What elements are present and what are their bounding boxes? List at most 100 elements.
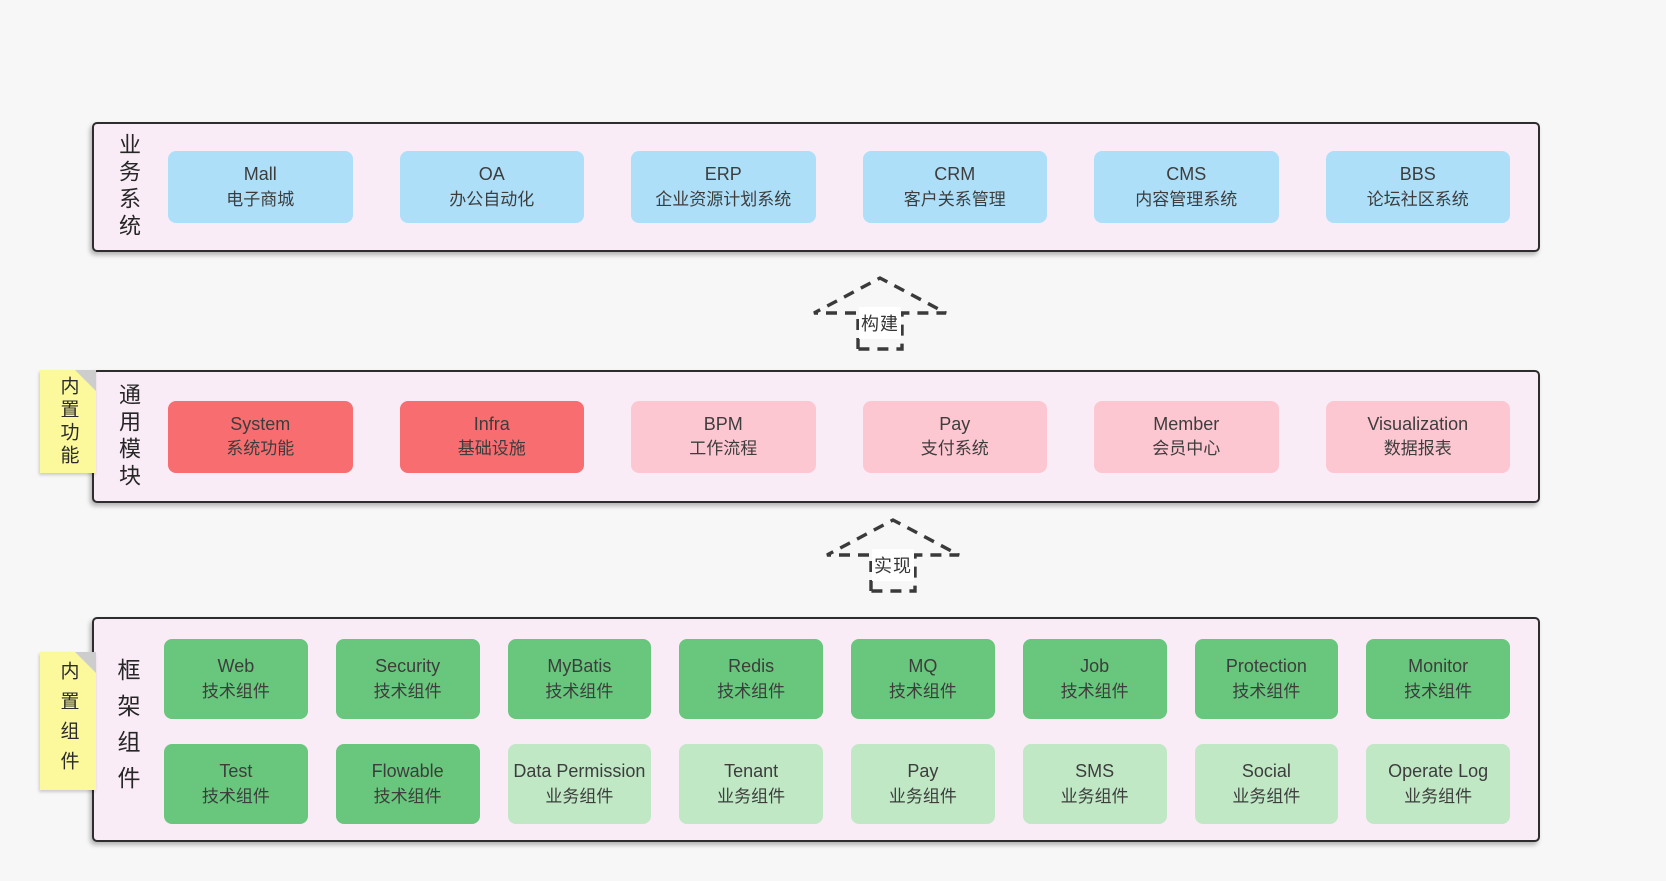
box-subtitle: 技术组件 [1060,681,1129,701]
box-title: Job [1080,656,1110,677]
box-subtitle: 技术组件 [373,681,442,701]
box-title: Tenant [724,761,779,782]
box-title: MyBatis [547,656,612,677]
box-title: Pay [939,413,971,434]
box-bpm: BPM 工作流程 [631,400,816,473]
box-data-permission: Data Permission 业务组件 [507,744,652,824]
box-subtitle: 电子商城 [226,189,295,209]
layer-modules-label: 通用模块 [116,382,141,491]
layer-business-systems: 业务系统 Mall 电子商城 OA 办公自动化 ERP 企业资源计划系统 CRM… [92,122,1540,252]
box-test: Test 技术组件 [164,744,308,824]
box-subtitle: 技术组件 [373,786,442,806]
box-subtitle: 业务组件 [545,786,614,806]
layer-framework-components: 框架组件 Web 技术组件 Security 技术组件 MyBatis 技术组件… [92,617,1540,842]
box-system: System 系统功能 [168,400,353,473]
box-subtitle: 基础设施 [457,439,526,459]
dashed-up-arrow-icon [826,518,960,593]
box-title: Redis [728,656,775,677]
box-title: Operate Log [1388,761,1489,782]
box-subtitle: 论坛社区系统 [1366,189,1469,209]
box-job: Job 技术组件 [1022,639,1167,719]
box-mq: MQ 技术组件 [851,639,995,719]
box-subtitle: 业务组件 [1232,786,1301,806]
box-title: Flowable [371,761,444,782]
box-redis: Redis 技术组件 [679,639,823,719]
box-security: Security 技术组件 [335,639,480,719]
box-title: MQ [908,656,938,677]
box-subtitle: 数据报表 [1383,439,1452,459]
box-title: Member [1153,413,1220,434]
layer-framework-label: 框架组件 [114,657,140,802]
box-member: Member 会员中心 [1094,400,1279,473]
arrow-build-label: 构建 [859,307,901,339]
box-protection: Protection 技术组件 [1194,639,1339,719]
box-title: Security [375,656,441,677]
dashed-up-arrow-icon [813,276,947,351]
box-title: CRM [934,164,976,185]
box-pay-module: Pay 支付系统 [862,400,1047,473]
box-subtitle: 内容管理系统 [1135,189,1238,209]
box-subtitle: 客户关系管理 [903,189,1006,209]
box-mybatis: MyBatis 技术组件 [507,639,652,719]
box-title: Protection [1225,656,1307,677]
business-boxes-row: Mall 电子商城 OA 办公自动化 ERP 企业资源计划系统 CRM 客户关系… [168,124,1510,250]
box-operate-log: Operate Log 业务组件 [1366,744,1510,824]
box-social: Social 业务组件 [1194,744,1339,824]
box-title: SMS [1075,761,1115,782]
box-subtitle: 业务组件 [717,786,786,806]
box-crm: CRM 客户关系管理 [862,151,1047,223]
arrow-implement: 实现 [821,516,965,593]
box-title: BBS [1399,164,1436,185]
box-title: Visualization [1367,413,1469,434]
box-pay-component: Pay 业务组件 [851,744,995,824]
box-title: BPM [703,413,743,434]
box-subtitle: 工作流程 [689,439,758,459]
box-subtitle: 业务组件 [1404,786,1473,806]
box-infra: Infra 基础设施 [399,400,584,473]
box-title: OA [478,164,505,185]
box-title: Mall [243,164,277,185]
arrow-build: 构建 [808,274,952,351]
box-visualization: Visualization 数据报表 [1325,400,1510,473]
modules-boxes-row: System 系统功能 Infra 基础设施 BPM 工作流程 Pay 支付系统… [168,372,1510,501]
box-subtitle: 会员中心 [1152,439,1221,459]
box-title: Web [217,656,255,677]
box-title: Monitor [1408,656,1469,677]
sticky-built-in-features-label: 内置功能 [57,375,79,468]
box-subtitle: 技术组件 [1404,681,1473,701]
box-title: Data Permission [513,761,646,782]
box-title: Pay [907,761,939,782]
box-title: Social [1241,761,1291,782]
box-title: CMS [1166,164,1207,185]
box-title: ERP [704,164,742,185]
box-tenant: Tenant 业务组件 [679,744,823,824]
box-web: Web 技术组件 [164,639,308,719]
sticky-built-in-features: 内置功能 [40,370,96,473]
box-subtitle: 业务组件 [1060,786,1129,806]
arrow-implement-label: 实现 [872,549,914,581]
box-subtitle: 企业资源计划系统 [655,189,792,209]
box-oa: OA 办公自动化 [399,151,584,223]
layer-business-label: 业务系统 [116,133,141,241]
box-sms: SMS 业务组件 [1022,744,1167,824]
box-title: Test [219,761,253,782]
box-subtitle: 技术组件 [545,681,614,701]
box-subtitle: 技术组件 [717,681,786,701]
box-mall: Mall 电子商城 [168,151,353,223]
layer-common-modules: 通用模块 System 系统功能 Infra 基础设施 BPM 工作流程 Pay… [92,370,1540,503]
box-subtitle: 技术组件 [1232,681,1301,701]
box-subtitle: 业务组件 [888,786,957,806]
box-subtitle: 技术组件 [888,681,957,701]
box-title: System [230,413,291,434]
box-title: Infra [473,413,510,434]
box-cms: CMS 内容管理系统 [1094,151,1279,223]
sticky-built-in-components-label: 内置组件 [57,661,79,781]
sticky-built-in-components: 内置组件 [40,652,96,790]
box-flowable: Flowable 技术组件 [335,744,480,824]
box-subtitle: 办公自动化 [449,189,535,209]
box-subtitle: 支付系统 [920,439,989,459]
box-subtitle: 技术组件 [201,786,270,806]
box-subtitle: 技术组件 [201,681,270,701]
framework-boxes-grid: Web 技术组件 Security 技术组件 MyBatis 技术组件 Redi… [164,639,1510,824]
box-monitor: Monitor 技术组件 [1366,639,1510,719]
